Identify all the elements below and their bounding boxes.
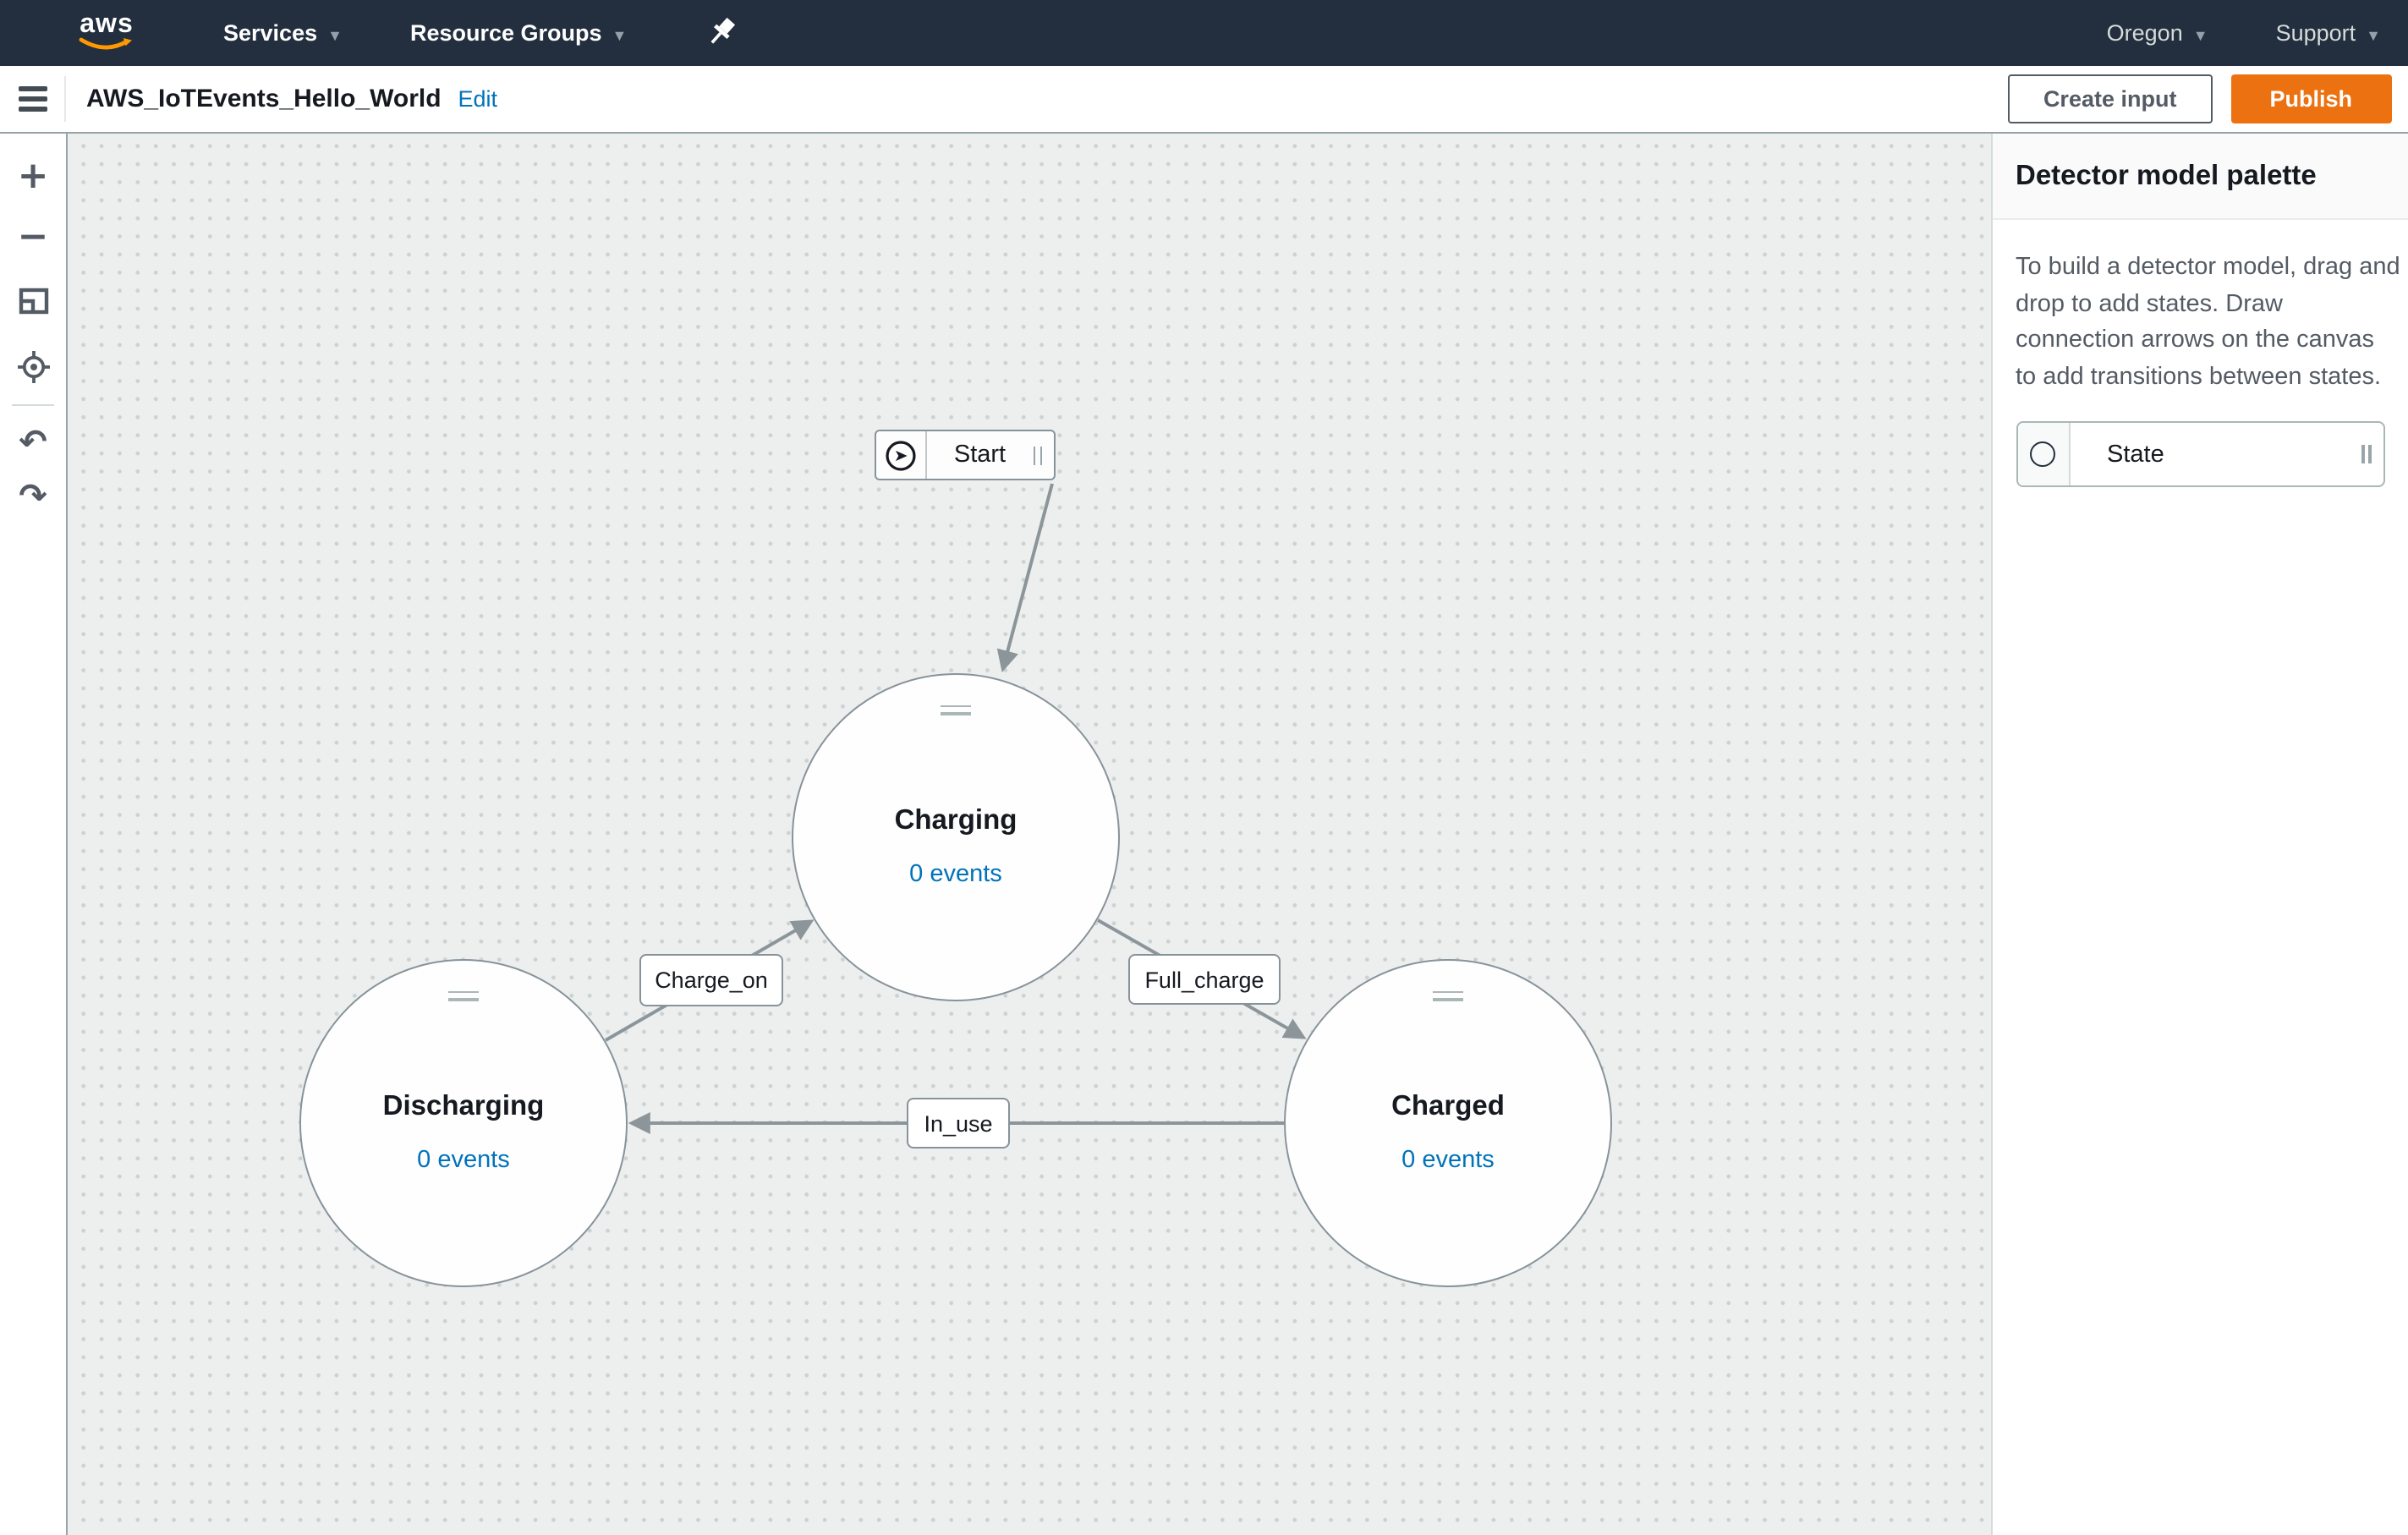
detector-model-palette-panel: Detector model palette To build a detect… xyxy=(1990,134,2408,1535)
palette-title: Detector model palette xyxy=(2016,160,2317,190)
palette-state-item[interactable]: State xyxy=(2016,421,2384,487)
transition-label-full-charge[interactable]: Full_charge xyxy=(1128,954,1281,1005)
state-name: Discharging xyxy=(382,1090,545,1121)
play-circle-icon xyxy=(886,440,916,470)
chevron-down-icon: ▼ xyxy=(2192,26,2208,43)
fit-to-screen-icon xyxy=(18,288,48,315)
state-drag-handle-icon[interactable] xyxy=(941,700,971,720)
state-discharging[interactable]: Discharging 0 events xyxy=(299,959,628,1287)
aws-logo-text: aws xyxy=(80,10,134,39)
page-header-bar: AWS_IoTEvents_Hello_World Edit Create in… xyxy=(0,66,2408,134)
nav-resource-groups[interactable]: Resource Groups ▼ xyxy=(410,20,627,46)
nav-services[interactable]: Services ▼ xyxy=(223,20,343,46)
pin-icon[interactable] xyxy=(705,14,738,52)
state-events-link[interactable]: 0 events xyxy=(1401,1146,1495,1173)
palette-state-label: State xyxy=(2107,441,2164,468)
top-nav: aws Services ▼ Resource Groups ▼ xyxy=(0,0,2408,66)
state-events-link[interactable]: 0 events xyxy=(909,860,1002,887)
edit-link[interactable]: Edit xyxy=(458,86,498,112)
detector-model-canvas[interactable]: Start Charging 0 events Discharging 0 ev… xyxy=(68,134,1990,1535)
palette-header: Detector model palette xyxy=(1992,134,2408,220)
zoom-out-button[interactable]: − xyxy=(17,216,49,258)
fit-to-screen-button[interactable] xyxy=(0,281,66,321)
publish-button[interactable]: Publish xyxy=(2230,74,2391,123)
chevron-down-icon: ▼ xyxy=(2366,26,2381,43)
state-name: Charged xyxy=(1391,1090,1505,1121)
nav-right: Oregon ▼ Support ▼ xyxy=(2107,20,2381,46)
aws-smile-icon xyxy=(79,37,132,50)
start-node[interactable]: Start xyxy=(875,430,1056,480)
transition-label-in-use[interactable]: In_use xyxy=(907,1098,1010,1149)
nav-services-label: Services xyxy=(223,20,318,46)
state-name: Charging xyxy=(894,804,1018,835)
drag-handle-icon[interactable] xyxy=(2361,445,2371,463)
canvas-toolbar: + − ↶ ↷ xyxy=(0,134,68,1535)
create-input-button[interactable]: Create input xyxy=(2007,74,2213,123)
hamburger-menu-icon[interactable] xyxy=(19,81,47,118)
page-title: AWS_IoTEvents_Hello_World xyxy=(86,85,442,113)
chevron-down-icon: ▼ xyxy=(612,26,628,43)
nav-resource-groups-label: Resource Groups xyxy=(409,20,602,46)
state-drag-handle-icon[interactable] xyxy=(1433,986,1463,1006)
undo-button[interactable]: ↶ xyxy=(19,421,47,462)
nav-region[interactable]: Oregon ▼ xyxy=(2107,20,2208,46)
state-charging[interactable]: Charging 0 events xyxy=(792,673,1120,1001)
state-circle-icon xyxy=(2030,441,2055,467)
drag-handle-icon[interactable] xyxy=(1033,446,1042,464)
nav-support-label: Support xyxy=(2275,20,2356,46)
redo-button[interactable]: ↷ xyxy=(19,475,47,516)
crosshair-locate-icon xyxy=(17,351,49,383)
header-actions: Create input Publish xyxy=(2007,74,2391,123)
chevron-down-icon: ▼ xyxy=(327,26,343,43)
wire-start-to-charging xyxy=(996,483,1054,673)
aws-logo[interactable]: aws xyxy=(78,10,135,52)
state-charged[interactable]: Charged 0 events xyxy=(1284,959,1612,1287)
palette-body: To build a detector model, drag and drop… xyxy=(1992,220,2408,487)
header-divider xyxy=(64,76,66,122)
start-icon-cell xyxy=(876,431,927,479)
palette-state-icon-cell xyxy=(2017,423,2070,485)
main-area: + − ↶ ↷ xyxy=(0,134,2408,1535)
state-events-link[interactable]: 0 events xyxy=(417,1146,510,1173)
state-drag-handle-icon[interactable] xyxy=(448,986,479,1006)
zoom-in-button[interactable]: + xyxy=(17,155,49,197)
nav-region-label: Oregon xyxy=(2106,20,2183,46)
start-node-label: Start xyxy=(953,441,1007,469)
palette-description: To build a detector model, drag and drop… xyxy=(2016,254,2400,390)
toolbar-divider xyxy=(12,404,54,406)
transition-label-charge-on[interactable]: Charge_on xyxy=(639,954,783,1006)
center-locate-button[interactable] xyxy=(0,347,66,387)
nav-support[interactable]: Support ▼ xyxy=(2276,20,2381,46)
